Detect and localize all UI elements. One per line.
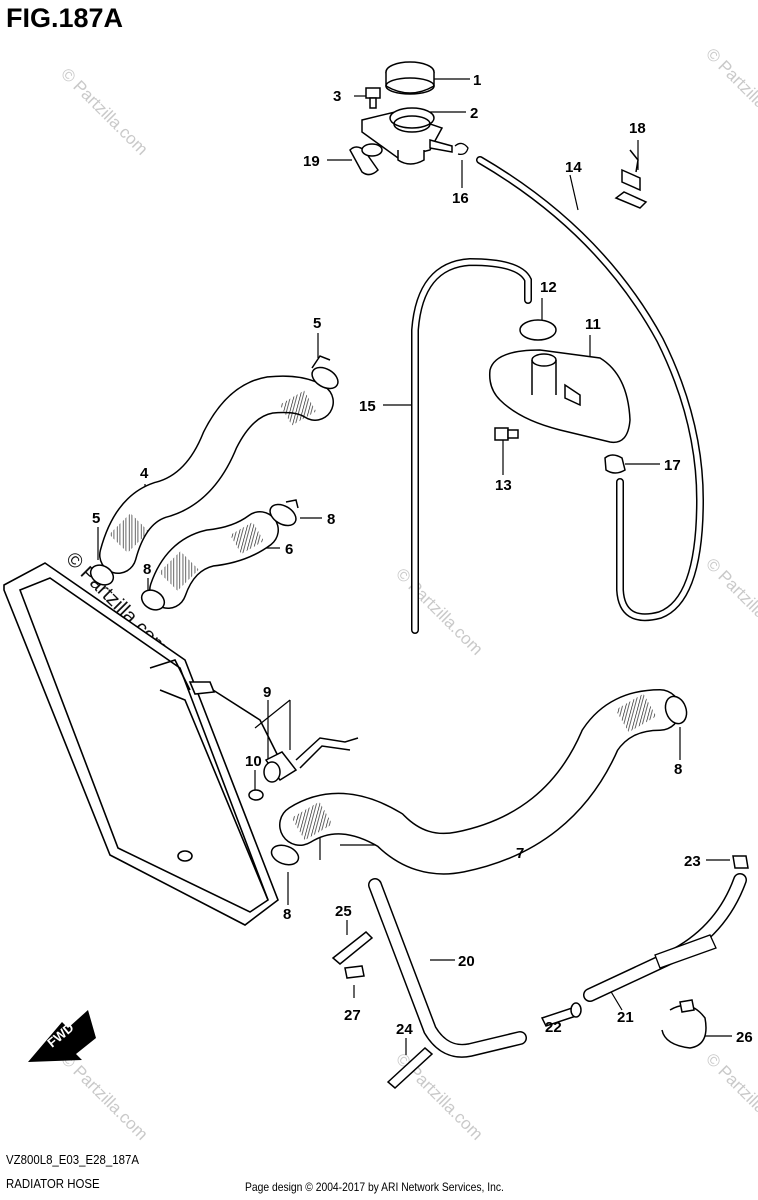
callout-13: 13 [495, 477, 512, 494]
hose-6 [149, 511, 279, 609]
watermark-text: © Partzilla.com [392, 564, 486, 658]
bolt-13 [494, 427, 519, 441]
clamp-8-bottom [270, 844, 300, 866]
watermark-text: © Partzilla.com [57, 64, 151, 158]
callout-5: 5 [313, 315, 321, 332]
callout-2: 2 [470, 105, 478, 122]
figure-title: FIG.187A [6, 3, 124, 33]
callout-26: 26 [736, 1029, 753, 1046]
callout-27: 27 [344, 1007, 361, 1024]
clamp-18 [614, 149, 648, 209]
joint-22 [540, 1002, 582, 1027]
callout-4: 4 [140, 465, 149, 482]
watermark-text: © Partzilla.com [702, 554, 758, 648]
callout-6: 6 [285, 541, 293, 558]
hose-20 [368, 878, 527, 1058]
figure-code: VZ800L8_E03_E28_187A [6, 1152, 139, 1167]
thermo-switch [248, 737, 359, 801]
callout-8: 8 [327, 511, 335, 528]
callout-8: 8 [283, 906, 291, 923]
clamp-19 [349, 143, 383, 176]
callout-21: 21 [617, 1009, 634, 1026]
hose-7 [279, 689, 681, 875]
clip-16 [454, 142, 469, 156]
callout-14: 14 [565, 159, 582, 176]
filler-neck [361, 107, 453, 165]
callout-17: 17 [664, 457, 681, 474]
callout-22: 22 [545, 1019, 562, 1036]
watermark-text: © Partzilla.com [702, 44, 758, 138]
hose-14 [476, 156, 705, 622]
holder-24 [386, 1046, 434, 1090]
callout-1: 1 [473, 72, 481, 89]
clamp-8-lower [140, 589, 166, 611]
copyright-notice: Page design © 2004-2017 by ARI Network S… [245, 1180, 504, 1194]
hose-4 [99, 375, 334, 574]
callout-11: 11 [585, 316, 601, 333]
bolt-3 [365, 87, 381, 109]
callout-3: 3 [333, 88, 341, 105]
watermark-text: © Partzilla.com [702, 1049, 758, 1143]
callout-15: 15 [359, 398, 376, 415]
clip-23 [732, 855, 749, 869]
radiator-cap [385, 61, 435, 95]
callout-19: 19 [303, 153, 320, 170]
callout-9: 9 [263, 684, 271, 701]
screw-27 [344, 965, 365, 979]
clamp-26 [661, 999, 707, 1049]
callout-8: 8 [143, 561, 151, 578]
radiator [3, 562, 281, 926]
clamp-5-lower [89, 564, 115, 586]
callout-8: 8 [674, 761, 682, 778]
callout-25: 25 [335, 903, 352, 920]
fwd-arrow: FWD [28, 1010, 96, 1062]
clamp-17 [604, 454, 626, 474]
callout-12: 12 [540, 279, 557, 296]
watermark-text: © Partzilla.com [57, 1049, 151, 1143]
watermark-text: © Partzilla.com [392, 1049, 486, 1143]
callout-5: 5 [92, 510, 100, 527]
callout-10: 10 [245, 753, 262, 770]
callout-20: 20 [458, 953, 475, 970]
hose-21 [583, 873, 747, 1002]
reservoir-tank [488, 319, 631, 444]
callout-24: 24 [396, 1021, 413, 1038]
figure-subtitle: RADIATOR HOSE [6, 1176, 100, 1191]
callout-16: 16 [452, 190, 469, 207]
callout-7: 7 [516, 845, 524, 862]
clamp-8-right [664, 695, 688, 725]
hose-15 [411, 257, 532, 634]
clamp-8-upper [269, 499, 299, 527]
clamp-5-upper [311, 355, 339, 390]
callouts: 1 2 3 4 5 5 6 7 8 8 8 8 9 10 11 12 13 14… [92, 72, 753, 1046]
callout-18: 18 [629, 120, 646, 137]
holder-25 [331, 930, 374, 965]
callout-23: 23 [684, 853, 701, 870]
